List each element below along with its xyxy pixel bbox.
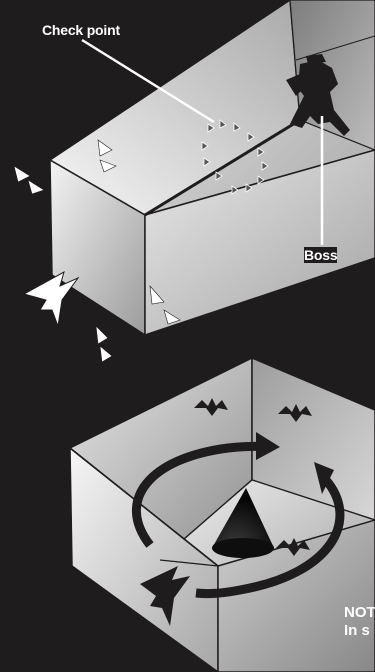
- boss-label: Boss: [304, 247, 338, 263]
- arena-front-right-wall: [217, 519, 375, 672]
- checkpoint-label: Check point: [42, 22, 120, 38]
- robot-boss-icon: [286, 54, 350, 136]
- note-line-2: In s: [344, 622, 370, 639]
- player-ship-icon: [140, 566, 190, 626]
- orbit-arrowheads: [256, 432, 334, 494]
- corridor-seam: [144, 118, 301, 217]
- corridor-front-face: [144, 149, 375, 337]
- orbit-arrows: [132, 441, 345, 599]
- arena-back-right-wall: [251, 356, 375, 521]
- top-arrows: [13, 139, 181, 363]
- checkpoint-pointer: [81, 38, 215, 124]
- cone-icon: [212, 488, 274, 558]
- arena-box: [68, 356, 375, 672]
- player-ship-icon: [22, 270, 80, 328]
- checkpoint-ring: [201, 119, 269, 195]
- note-line-1: NOT: [344, 604, 375, 621]
- bat-enemy-icon: [194, 398, 312, 556]
